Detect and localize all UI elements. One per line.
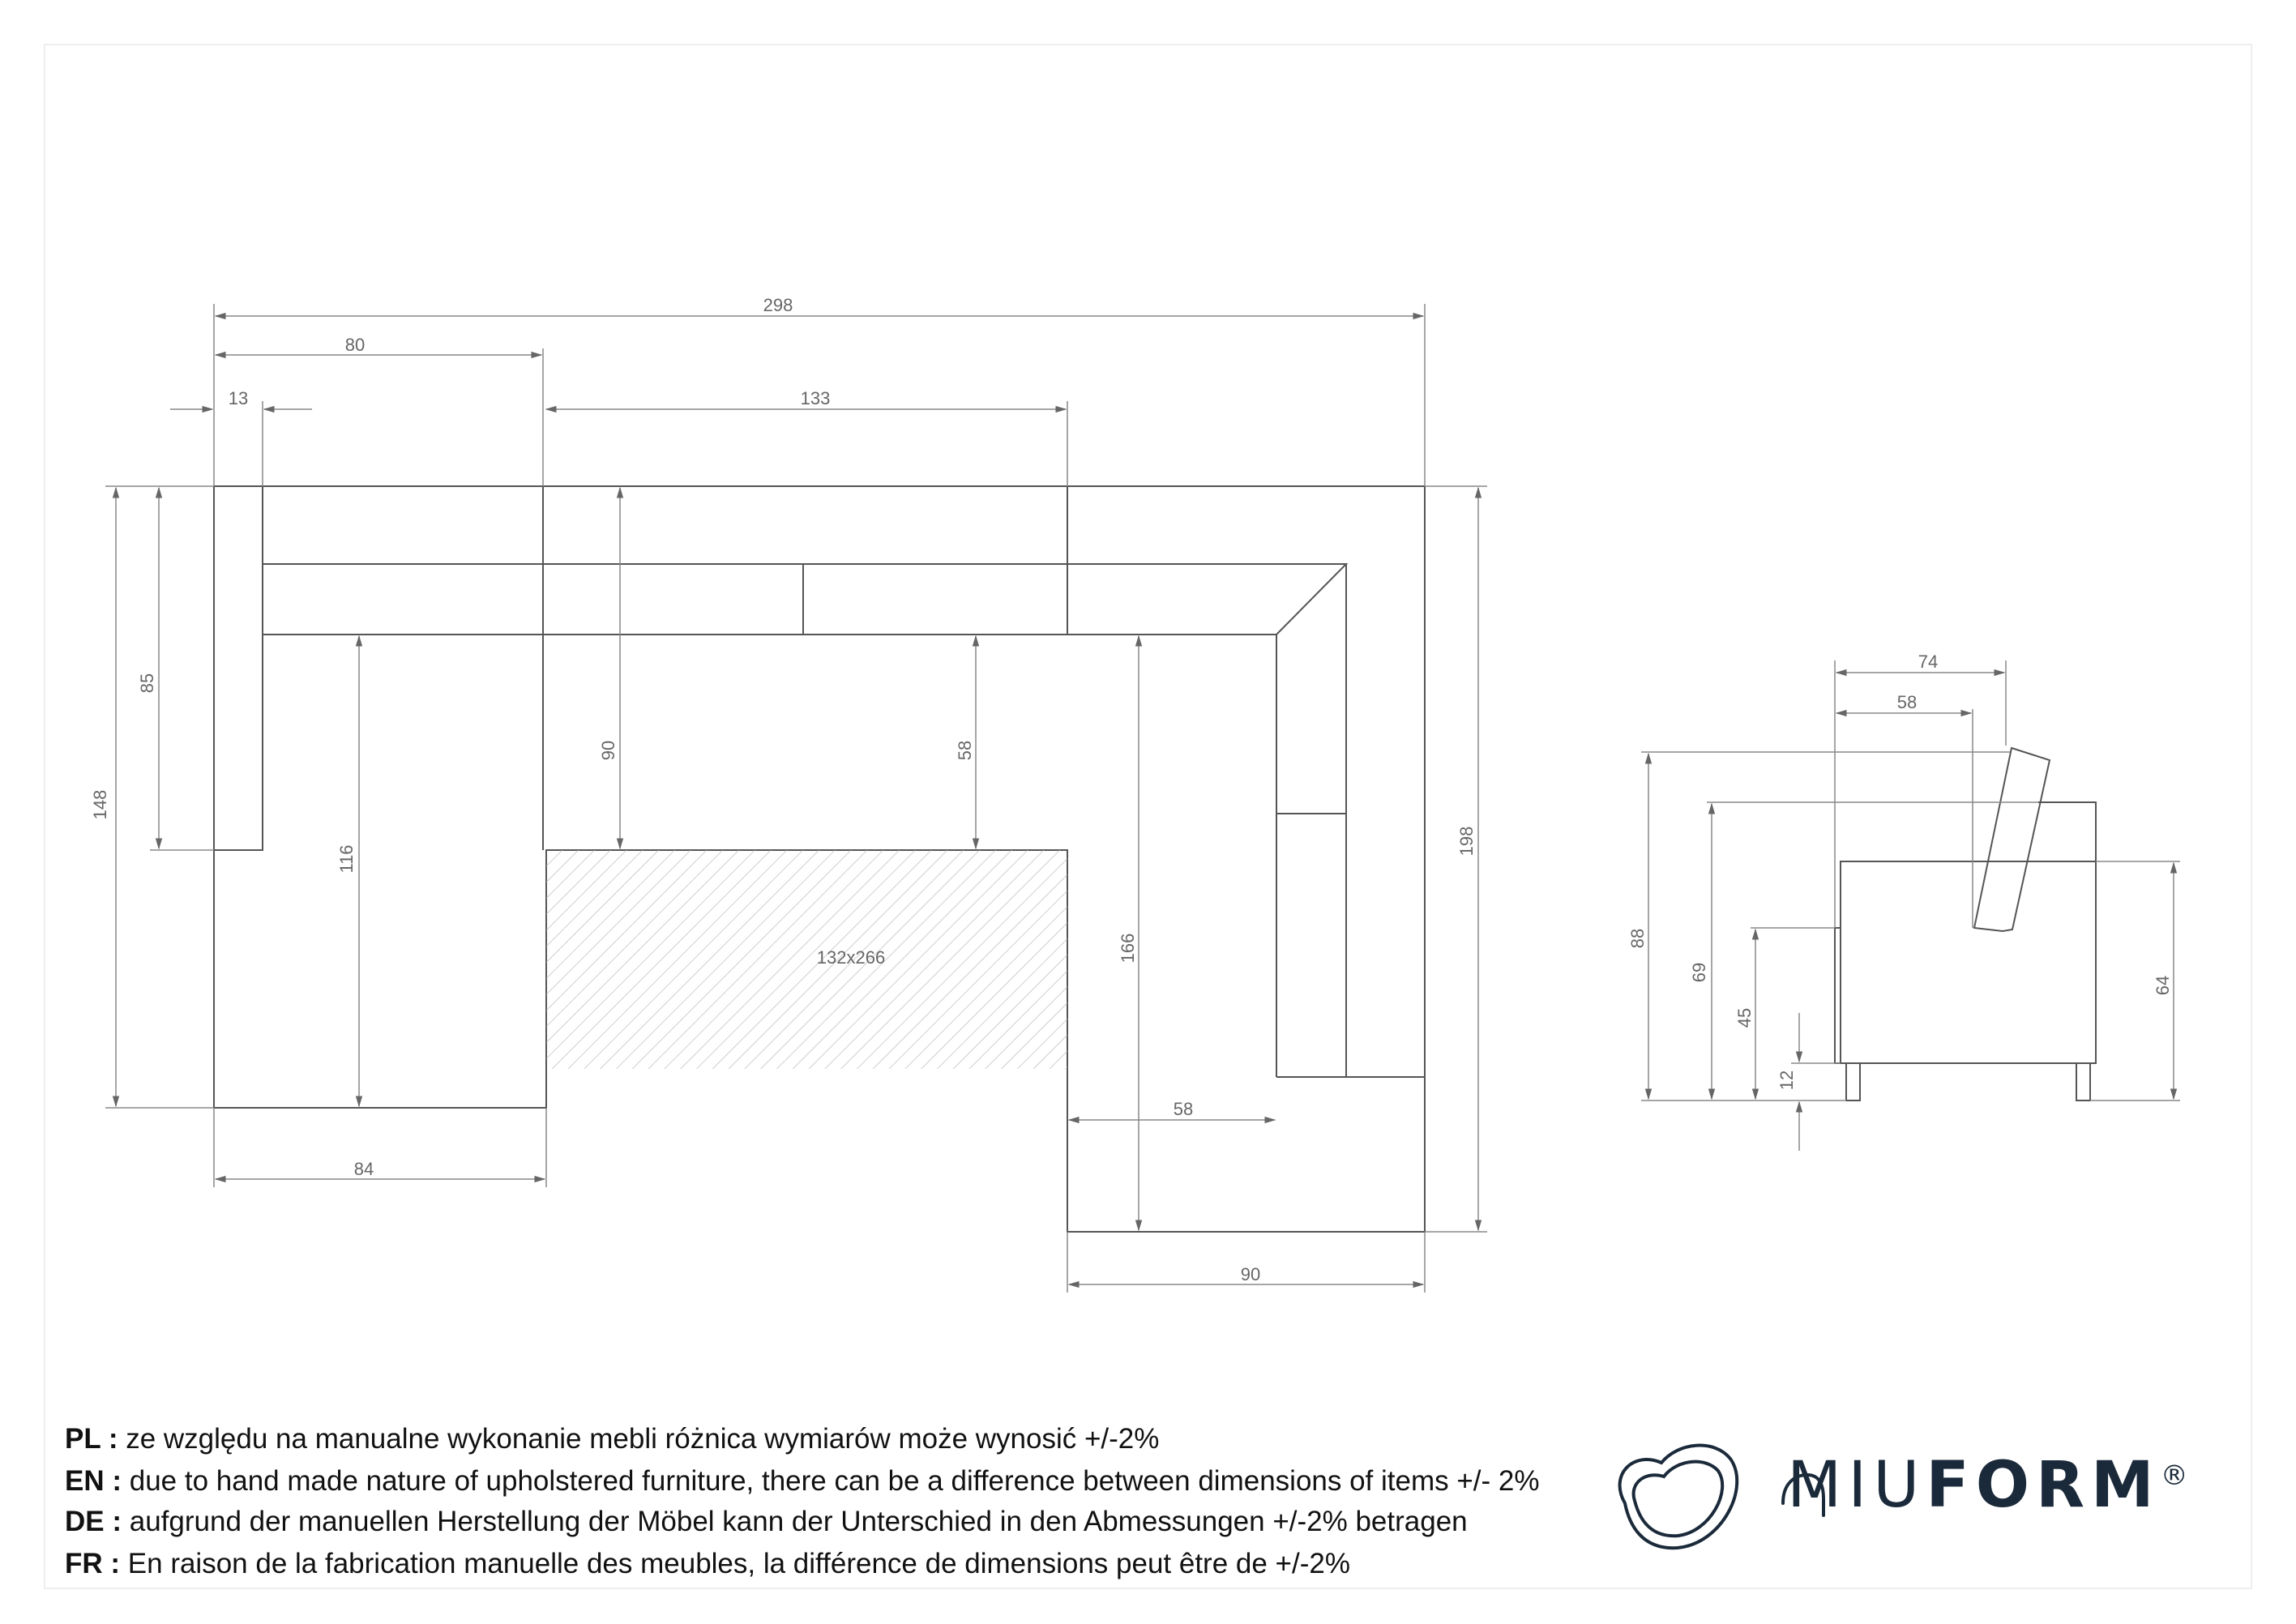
note-fr-lang: FR : — [65, 1548, 121, 1579]
side-view — [1834, 746, 2097, 1101]
side-dim-74: 74 — [1918, 652, 1938, 672]
side-dim-12: 12 — [1777, 1071, 1797, 1090]
note-en-text: due to hand made nature of upholstered f… — [129, 1465, 1540, 1497]
dim-height-148: 148 — [90, 790, 110, 820]
note-pl: PL : ze względu na manualne wykonanie me… — [65, 1423, 1159, 1455]
dim-width-13: 13 — [229, 388, 248, 408]
dim-height-166: 166 — [1118, 934, 1138, 964]
side-leg-back — [2076, 1062, 2091, 1101]
dim-width-80: 80 — [345, 335, 365, 355]
bed-area-hatch — [546, 850, 1067, 1069]
note-pl-lang: PL : — [65, 1423, 118, 1455]
dim-height-90: 90 — [598, 741, 618, 760]
side-dim-69: 69 — [1689, 963, 1709, 982]
back-cushion-line — [263, 563, 1349, 635]
side-backrest — [1973, 746, 2051, 933]
side-dimensions — [1641, 660, 2180, 1151]
dim-width-58: 58 — [1174, 1099, 1193, 1119]
dim-height-85: 85 — [137, 673, 157, 693]
sheet-frame — [44, 44, 2252, 1589]
side-leg-front — [1845, 1062, 1861, 1101]
brand-name-thin: MIU — [1787, 1449, 1926, 1522]
dim-height-116: 116 — [336, 844, 357, 873]
side-dim-45: 45 — [1734, 1008, 1755, 1028]
note-de-lang: DE : — [65, 1506, 122, 1537]
note-de-text: aufgrund der manuellen Herstellung der M… — [129, 1506, 1468, 1537]
bed-area-label: 132x266 — [817, 947, 885, 968]
dim-total-width: 298 — [763, 295, 793, 315]
side-dim-64: 64 — [2153, 976, 2173, 995]
dim-height-198: 198 — [1456, 827, 1477, 857]
left-armrest — [214, 486, 263, 851]
dim-width-90: 90 — [1241, 1264, 1260, 1284]
note-en: EN : due to hand made nature of upholste… — [65, 1465, 1539, 1498]
note-en-lang: EN : — [65, 1465, 122, 1497]
side-dim-88: 88 — [1627, 929, 1648, 948]
plan-dimensions — [105, 304, 1487, 1293]
side-seat-body — [1840, 861, 2097, 1064]
note-de: DE : aufgrund der manuellen Herstellung … — [65, 1506, 1468, 1538]
brand-wordmark: MIUFORM® — [1787, 1449, 2188, 1522]
side-dim-58: 58 — [1897, 692, 1917, 712]
dim-height-58: 58 — [955, 741, 975, 760]
note-fr-text: En raison de la fabrication manuelle des… — [127, 1548, 1350, 1579]
side-front-panel — [1834, 927, 1841, 1064]
dim-width-133: 133 — [801, 388, 831, 408]
side-back-cushion — [2025, 801, 2097, 862]
dim-width-84: 84 — [354, 1159, 374, 1179]
brand-logo-mark — [1618, 1443, 1825, 1550]
brand-registered-mark: ® — [2160, 1459, 2188, 1492]
note-fr: FR : En raison de la fabrication manuell… — [65, 1548, 1350, 1580]
note-pl-text: ze względu na manualne wykonanie mebli r… — [126, 1423, 1160, 1455]
brand-name-bold: FORM — [1926, 1449, 2161, 1522]
